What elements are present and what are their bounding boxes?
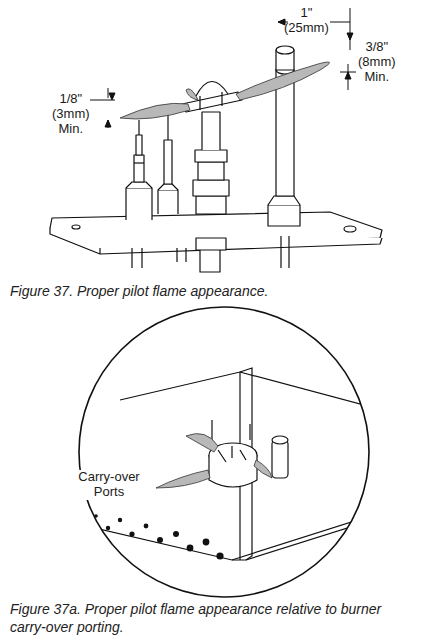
dimension-label: 3/8" (8mm) Min. [358,40,396,85]
dimension-label: 1/8" (3mm) Min. [52,92,90,137]
callout-label: Carry-over Ports [70,470,148,500]
figure-caption: Figure 37a. Proper pilot flame appearanc… [10,600,414,636]
figure-caption: Figure 37. Proper pilot flame appearance… [10,282,410,300]
dimension-label: 1" (25mm) [284,6,329,36]
